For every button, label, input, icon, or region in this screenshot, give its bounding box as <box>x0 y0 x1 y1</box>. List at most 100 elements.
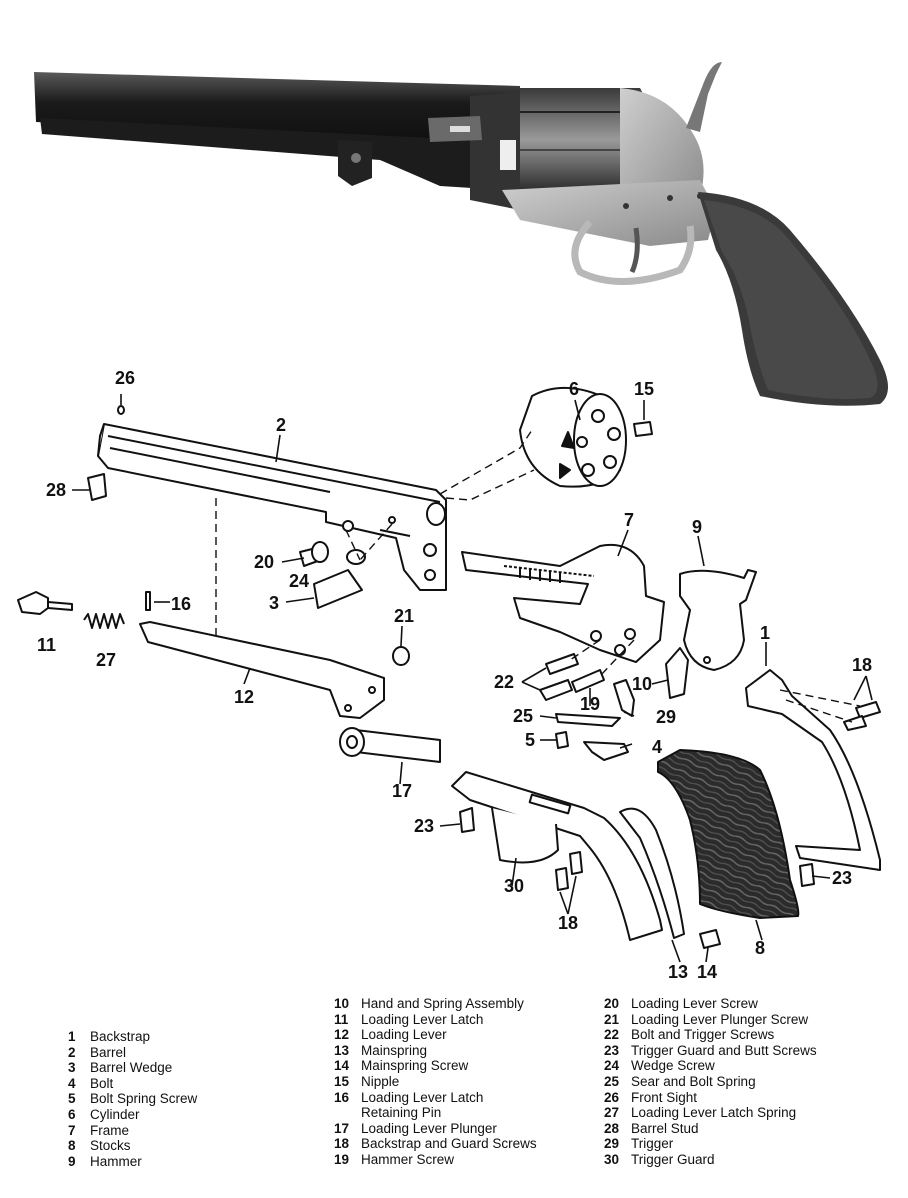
callout-20: 20 <box>254 552 275 572</box>
trigger-guard-part <box>451 771 663 941</box>
bolt-trigger-screws-part <box>539 653 579 701</box>
callout-19: 19 <box>580 694 601 714</box>
callout-17: 17 <box>392 781 413 801</box>
callout-6: 6 <box>569 379 580 399</box>
wedge-screw-part <box>346 549 366 565</box>
loading-lever-latch-part <box>17 591 73 615</box>
hand-spring-part <box>665 647 689 699</box>
callout-5: 5 <box>525 730 536 750</box>
callout-14: 14 <box>697 962 718 982</box>
latch-spring-part <box>83 613 125 629</box>
callout-12: 12 <box>234 687 255 707</box>
butt-screw-right-part <box>799 863 815 887</box>
callout-10: 10 <box>632 674 653 694</box>
callout-23-left: 23 <box>414 816 435 836</box>
callout-11: 11 <box>37 635 57 655</box>
callout-18-bottom: 18 <box>558 913 579 933</box>
callout-1: 1 <box>760 623 771 643</box>
callout-21: 21 <box>394 606 415 626</box>
legend-item-continuation: Retaining Pin <box>361 1105 442 1121</box>
hammer-screw-part <box>571 669 605 693</box>
barrel-wedge-part <box>313 569 363 609</box>
frame-part <box>461 544 665 663</box>
bolt-part <box>583 741 629 761</box>
backstrap-part <box>745 669 881 871</box>
bolt-spring-screw-part <box>555 731 569 749</box>
callout-16: 16 <box>171 594 192 614</box>
callout-18-right: 18 <box>852 655 873 675</box>
backstrap-screws-part <box>843 701 881 731</box>
barrel-part <box>97 423 447 591</box>
loading-lever-part <box>139 621 385 719</box>
callout-3: 3 <box>269 593 280 613</box>
callout-22: 22 <box>494 672 515 692</box>
nipple-part <box>633 421 653 437</box>
front-sight-part <box>117 405 125 415</box>
callout-7: 7 <box>624 510 635 530</box>
trigger-part <box>613 679 635 717</box>
callout-28: 28 <box>46 480 67 500</box>
stocks-part <box>657 749 800 919</box>
leader-lines <box>72 394 873 963</box>
retaining-pin-part <box>145 591 151 611</box>
callout-13: 13 <box>668 962 689 982</box>
mainspring-part <box>619 807 685 939</box>
loading-lever-plunger-part <box>339 727 441 763</box>
callout-25: 25 <box>513 706 534 726</box>
revolver-photo <box>34 62 888 406</box>
loading-lever-screw-part <box>299 541 329 567</box>
callout-26: 26 <box>115 368 136 388</box>
sear-bolt-spring-part <box>555 713 621 727</box>
hammer-part <box>679 569 757 671</box>
callout-4: 4 <box>652 737 663 757</box>
callout-8: 8 <box>755 938 766 958</box>
plunger-screw-part <box>392 646 410 666</box>
callout-27: 27 <box>96 650 117 670</box>
guard-screws-part <box>555 851 583 891</box>
alignment-lines <box>215 429 861 723</box>
callout-30: 30 <box>504 876 525 896</box>
callout-23-right: 23 <box>832 868 853 888</box>
callout-2: 2 <box>276 415 287 435</box>
callout-15: 15 <box>634 379 655 399</box>
barrel-stud-part <box>87 473 107 501</box>
trigger-guard-screw-left-part <box>459 807 475 833</box>
mainspring-screw-part <box>699 929 721 949</box>
callout-9: 9 <box>692 517 703 537</box>
cylinder-part <box>519 387 627 488</box>
